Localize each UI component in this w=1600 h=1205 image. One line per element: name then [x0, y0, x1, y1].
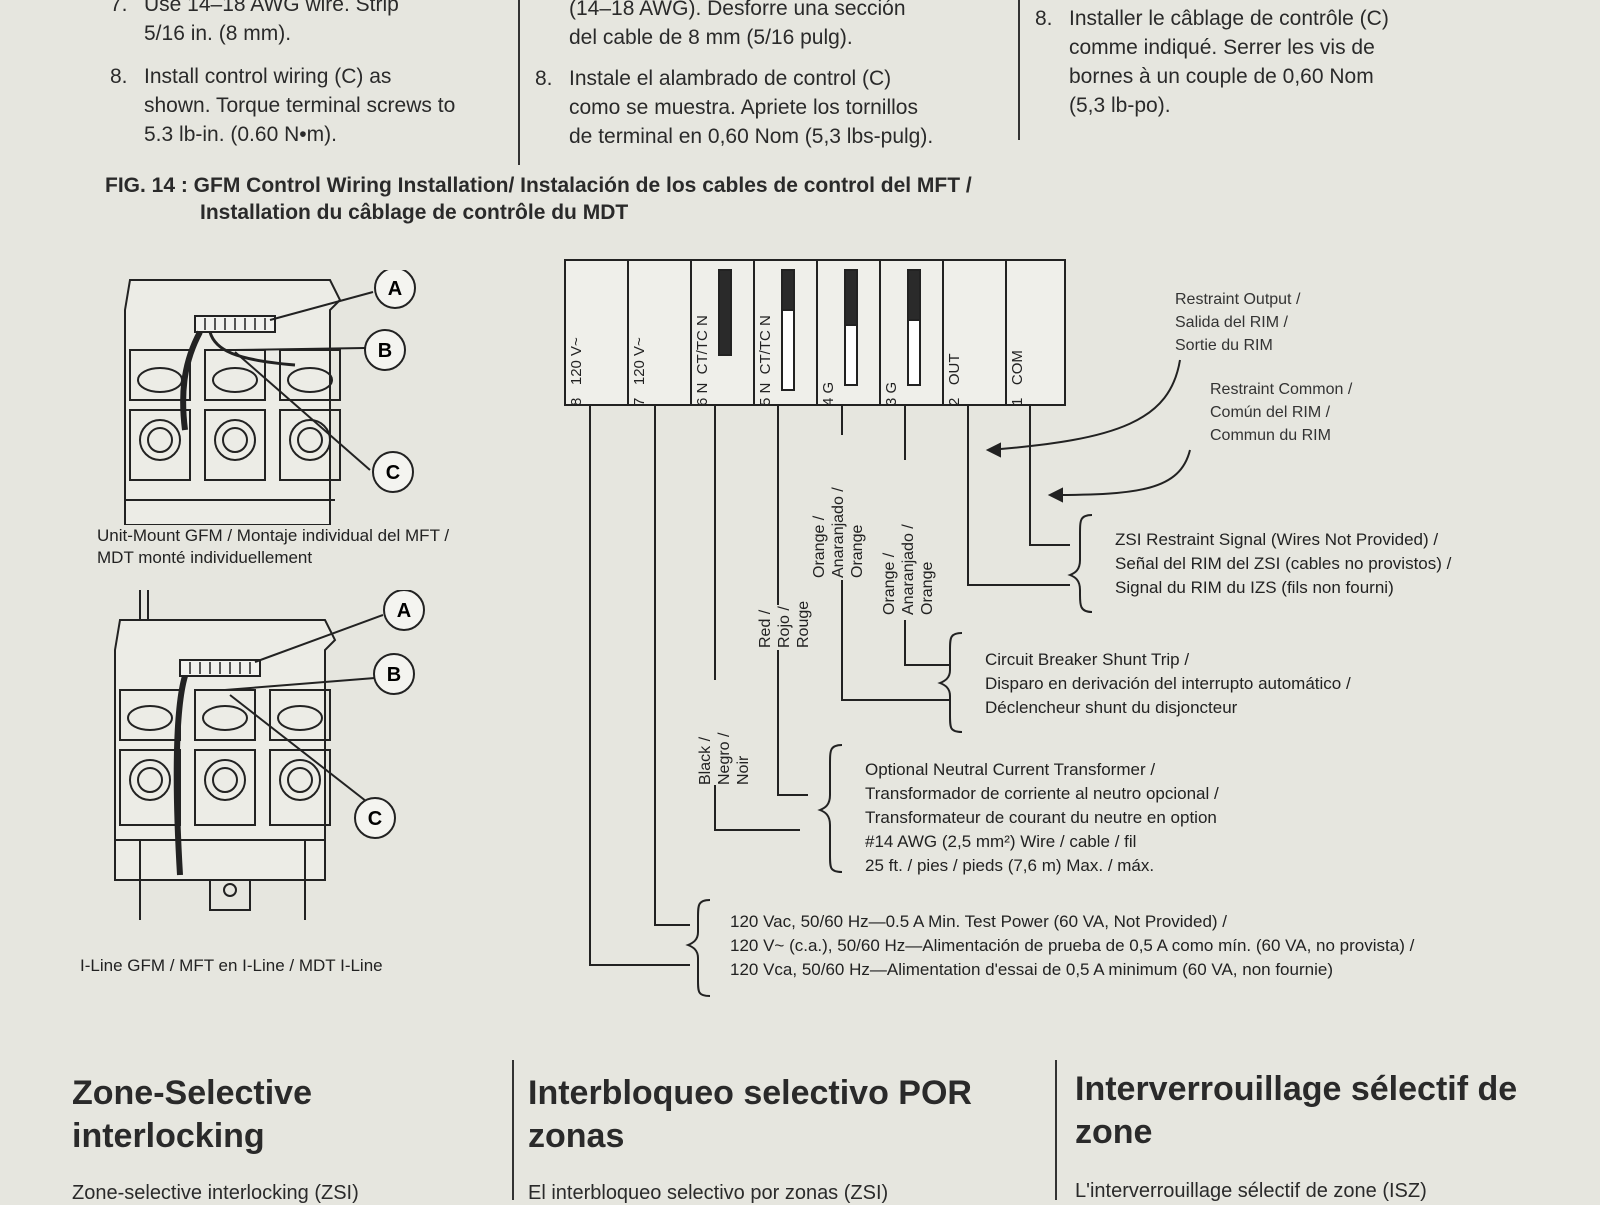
callout-C-icon-iline: C: [354, 797, 396, 839]
figure-caption: FIG. 14 : GFM Control Wiring Installatio…: [105, 172, 1205, 226]
step8-es-line2: como se muestra. Apriete los tornillos: [569, 96, 918, 119]
terminal-4-label: 4 G: [820, 381, 837, 406]
restraint-common-label: Restraint Common /Común del RIM /Commun …: [1210, 381, 1353, 444]
svg-text:A: A: [388, 278, 402, 300]
step8-en-line2: shown. Torque terminal screws to: [144, 94, 456, 117]
neutral-ct-label: Optional Neutral Current Transformer /Tr…: [865, 760, 1219, 875]
terminal-7-label: 7 120 V~: [631, 337, 648, 406]
column-divider-1: [518, 0, 520, 165]
terminal-block: [564, 259, 1066, 406]
unit-mount-caption-line2: MDT monté individuellement: [97, 548, 313, 567]
red-wire-label: Red /Rojo /Rouge: [757, 600, 812, 648]
iline-diagram: A B C: [114, 590, 425, 920]
step7-line1: 7.Use 14–18 AWG wire. Strip: [110, 0, 399, 16]
terminal-3-label: 3 G: [883, 381, 900, 406]
spanish-steps: (14–18 AWG). Desforre una sección del ca…: [535, 0, 1005, 151]
step8-fr-line3: bornes à un couple de 0,60 Nom: [1069, 65, 1374, 88]
step8-es-line1: 8.Instale el alambrado de control (C): [535, 67, 892, 90]
callout-C-icon-unit: C: [372, 451, 414, 493]
figure-caption-line1: FIG. 14 : GFM Control Wiring Installatio…: [105, 174, 972, 197]
terminal-8-label: 8 120 V~: [568, 337, 585, 406]
spanish-body-start: El interbloqueo selectivo por zonas (ZSI…: [528, 1182, 889, 1204]
french-body-start: L'interverrouillage sélectif de zone (IS…: [1075, 1180, 1427, 1202]
callout-B-icon-iline: B: [373, 653, 415, 695]
unit-mount-diagram: A B C: [124, 270, 416, 525]
step8-en-line1: 8.Install control wiring (C) as: [110, 65, 392, 88]
step7-es-line1: (14–18 AWG). Desforre una sección: [569, 0, 906, 20]
orange-wire-label-1: Orange /Anaranjado /Orange: [811, 487, 866, 578]
iline-caption: I-Line GFM / MFT en I-Line / MDT I-Line: [80, 956, 383, 975]
svg-text:B: B: [378, 340, 392, 362]
callout-A-icon-iline: A: [383, 590, 425, 631]
terminal-6-label: 6 N CT/TC N: [694, 315, 711, 406]
black-wire-label: Black /Negro /Noir: [697, 732, 752, 785]
step8-fr-line4: (5,3 lb-po).: [1069, 94, 1171, 117]
restraint-output-label: Restraint Output /Salida del RIM /Sortie…: [1175, 291, 1301, 354]
step7-line2: 5/16 in. (8 mm).: [144, 22, 292, 45]
figure-caption-line2: Installation du câblage de contrôle du M…: [200, 201, 629, 224]
french-steps: 8.Installer le câblage de contrôle (C) c…: [1035, 4, 1515, 120]
step8-fr-line1: 8.Installer le câblage de contrôle (C): [1035, 7, 1389, 30]
step8-en-line3: 5.3 lb-in. (0.60 N•m).: [144, 123, 337, 146]
terminal-1-label: 1 COM: [1009, 350, 1026, 406]
shunt-trip-label: Circuit Breaker Shunt Trip /Disparo en d…: [985, 650, 1351, 717]
step7-es-line2: del cable de 8 mm (5/16 pulg).: [569, 26, 853, 49]
terminal-wiring-diagram: [564, 259, 1191, 997]
terminal-5-label: 5 N CT/TC N: [757, 315, 774, 406]
zsi-signal-label: ZSI Restraint Signal (Wires Not Provided…: [1115, 530, 1452, 597]
terminal-2-label: 2 OUT: [946, 353, 963, 406]
unit-mount-caption-line1: Unit-Mount GFM / Montaje individual del …: [97, 526, 450, 545]
section-divider-2: [1055, 1060, 1057, 1200]
svg-text:B: B: [387, 664, 401, 686]
english-steps: 7.Use 14–18 AWG wire. Strip 5/16 in. (8 …: [110, 0, 510, 149]
section-divider-1: [512, 1060, 514, 1200]
svg-text:C: C: [368, 808, 382, 830]
callout-B-icon-unit: B: [364, 329, 406, 371]
orange-wire-label-2: Orange /Anaranjado /Orange: [881, 524, 936, 615]
column-divider-2: [1018, 0, 1020, 140]
english-body-start: Zone-selective interlocking (ZSI): [72, 1182, 359, 1204]
callout-A-icon-unit: A: [374, 270, 416, 309]
step8-es-line3: de terminal en 0,60 Nom (5,3 lbs-pulg).: [569, 125, 934, 148]
test-power-label: 120 Vac, 50/60 Hz—0.5 A Min. Test Power …: [730, 912, 1415, 979]
svg-text:A: A: [397, 600, 411, 622]
svg-text:C: C: [386, 462, 400, 484]
unit-mount-caption: Unit-Mount GFM / Montaje individual del …: [97, 525, 517, 569]
step8-fr-line2: comme indiqué. Serrer les vis de: [1069, 36, 1375, 59]
